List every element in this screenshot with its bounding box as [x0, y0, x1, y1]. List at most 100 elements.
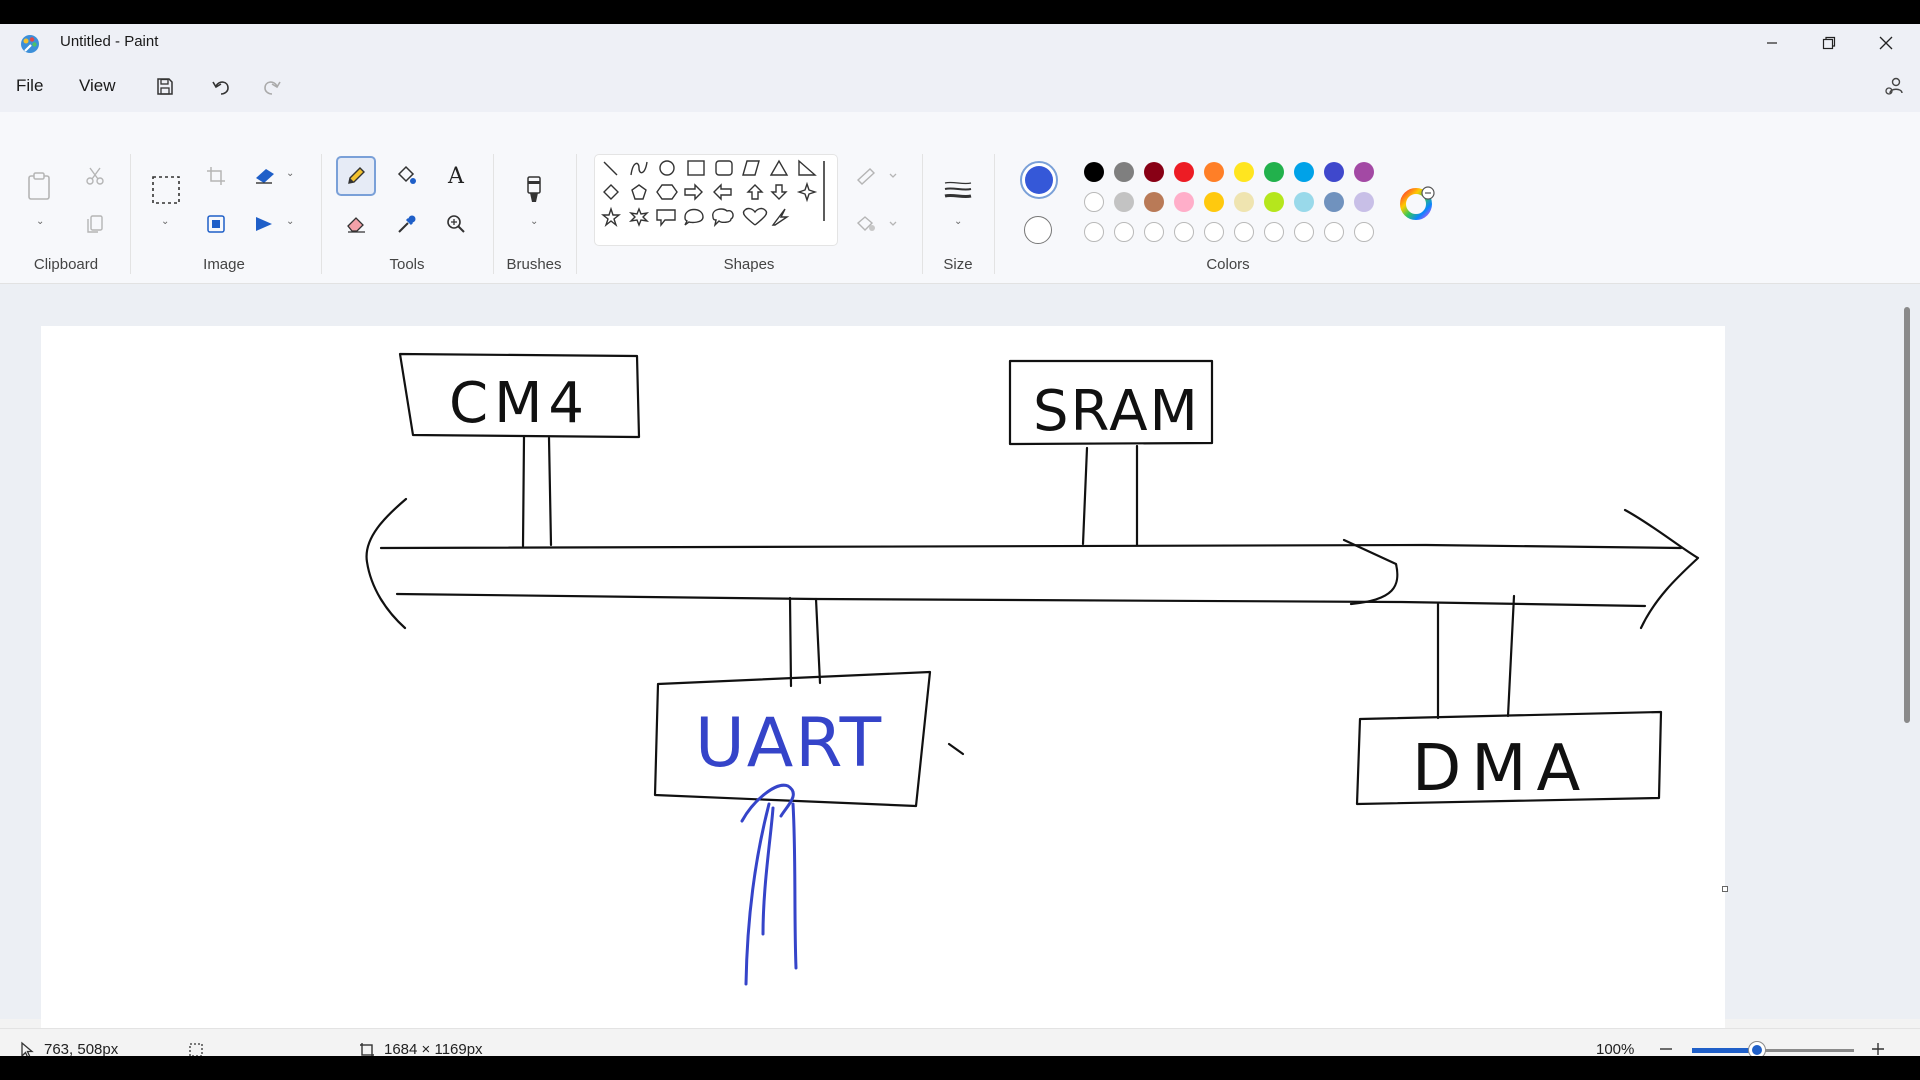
palette-color-swatch[interactable]: [1234, 192, 1254, 212]
screen-bottom-edge: [0, 1056, 1920, 1080]
palette-color-swatch[interactable]: [1084, 192, 1104, 212]
brushes-dropdown-icon[interactable]: ⌄: [530, 216, 539, 227]
sram-label: SRAM: [1033, 379, 1200, 444]
tools-group-label: Tools: [389, 256, 425, 273]
palette-color-swatch[interactable]: [1264, 192, 1284, 212]
palette-color-swatch[interactable]: [1354, 162, 1374, 182]
palette-color-swatch[interactable]: [1324, 192, 1344, 212]
uart-label: UART: [695, 704, 883, 783]
crop-button[interactable]: [196, 156, 236, 196]
rounded-rectangle-shape-icon: [715, 160, 733, 176]
paste-icon: [28, 172, 50, 200]
copy-button[interactable]: [75, 204, 115, 244]
fill-tool[interactable]: [387, 156, 427, 196]
custom-color-slot[interactable]: [1324, 222, 1344, 242]
palette-color-swatch[interactable]: [1144, 162, 1164, 182]
bus-right-arrowhead: [1623, 508, 1700, 630]
fill-style-button[interactable]: [848, 204, 904, 244]
triangle-shape-icon: [769, 159, 789, 176]
custom-color-slot[interactable]: [1114, 222, 1134, 242]
paste-dropdown-icon[interactable]: ⌄: [36, 216, 45, 227]
custom-color-slot[interactable]: [1354, 222, 1374, 242]
close-button[interactable]: [1858, 24, 1914, 62]
magnifier-tool[interactable]: [436, 204, 476, 244]
palette-color-swatch[interactable]: [1204, 192, 1224, 212]
size-dropdown-icon[interactable]: ⌄: [954, 216, 963, 227]
uart-connector: [788, 596, 822, 688]
minimize-button[interactable]: [1744, 24, 1800, 62]
vertical-scrollbar[interactable]: [1904, 307, 1910, 723]
eyedropper-icon: [398, 215, 416, 233]
palette-color-swatch[interactable]: [1234, 162, 1254, 182]
cloud-callout-icon: [712, 208, 734, 228]
color-picker-tool[interactable]: [387, 204, 427, 244]
ribbon: ⌄ Clipboard ⌄ ⌄ ⌄ Image: [0, 112, 1920, 284]
palette-color-swatch[interactable]: [1294, 192, 1314, 212]
line-size-icon: [944, 181, 972, 199]
paste-button[interactable]: [19, 166, 59, 206]
edit-colors-button[interactable]: [1398, 182, 1438, 222]
custom-color-slot[interactable]: [1174, 222, 1194, 242]
primary-color-swatch[interactable]: [1020, 161, 1058, 199]
palette-color-swatch[interactable]: [1114, 192, 1134, 212]
paint-bucket-icon: [397, 165, 416, 184]
zoom-out-button[interactable]: [1656, 1037, 1676, 1061]
canvas-size-icon: [360, 1043, 374, 1057]
sram-box-stroke: [1008, 359, 1214, 446]
eraser-tool[interactable]: [336, 204, 376, 244]
five-point-star-icon: [601, 206, 621, 228]
colors-group-label: Colors: [1206, 256, 1250, 273]
redo-icon: [264, 81, 281, 95]
flip-button[interactable]: [245, 204, 285, 244]
oval-callout-icon: [684, 208, 704, 226]
bus-inner-chevron: [1342, 538, 1399, 606]
custom-color-slot[interactable]: [1084, 222, 1104, 242]
palette-color-swatch[interactable]: [1264, 162, 1284, 182]
minus-icon: [1660, 1048, 1672, 1050]
palette-color-swatch[interactable]: [1084, 162, 1104, 182]
custom-color-slot[interactable]: [1294, 222, 1314, 242]
cut-button[interactable]: [75, 156, 115, 196]
palette-color-swatch[interactable]: [1174, 192, 1194, 212]
zoom-slider[interactable]: [1692, 1042, 1854, 1058]
custom-color-slot[interactable]: [1234, 222, 1254, 242]
resize-button[interactable]: [196, 204, 236, 244]
view-menu[interactable]: View: [79, 76, 116, 95]
file-menu[interactable]: File: [16, 76, 44, 95]
size-button[interactable]: [938, 170, 978, 210]
pencil-tool[interactable]: [336, 156, 376, 196]
zoom-in-button[interactable]: [1868, 1037, 1888, 1061]
canvas-resize-handle[interactable]: [1722, 886, 1728, 892]
secondary-color-swatch[interactable]: [1024, 216, 1052, 244]
save-button[interactable]: [150, 72, 180, 102]
palette-color-swatch[interactable]: [1324, 162, 1344, 182]
select-button[interactable]: [146, 170, 186, 210]
palette-color-swatch[interactable]: [1114, 162, 1134, 182]
rotate-dropdown-icon[interactable]: ⌄: [286, 168, 295, 179]
size-group-label: Size: [943, 256, 973, 273]
custom-color-slot[interactable]: [1264, 222, 1284, 242]
cm4-connector: [521, 435, 553, 548]
color-wheel-icon: [1400, 186, 1435, 220]
palette-color-swatch[interactable]: [1144, 192, 1164, 212]
rotate-button[interactable]: [245, 156, 285, 196]
text-tool[interactable]: A: [436, 156, 476, 196]
account-icon: [1885, 77, 1903, 95]
palette-color-swatch[interactable]: [1294, 162, 1314, 182]
drawing-canvas[interactable]: CM4 SRAM UART DMA: [41, 326, 1725, 1032]
brushes-button[interactable]: [514, 170, 554, 210]
lightning-shape-icon: [771, 208, 790, 226]
custom-color-slot[interactable]: [1204, 222, 1224, 242]
redo-button[interactable]: [256, 72, 286, 102]
palette-color-swatch[interactable]: [1354, 192, 1374, 212]
undo-button[interactable]: [207, 72, 237, 102]
outline-button[interactable]: [848, 156, 904, 196]
account-button[interactable]: [1879, 72, 1909, 102]
select-dropdown-icon[interactable]: ⌄: [161, 216, 170, 227]
palette-color-swatch[interactable]: [1174, 162, 1194, 182]
custom-color-slot[interactable]: [1144, 222, 1164, 242]
restore-button[interactable]: [1801, 24, 1857, 62]
stray-mark: [947, 742, 965, 756]
flip-dropdown-icon[interactable]: ⌄: [286, 216, 295, 227]
palette-color-swatch[interactable]: [1204, 162, 1224, 182]
